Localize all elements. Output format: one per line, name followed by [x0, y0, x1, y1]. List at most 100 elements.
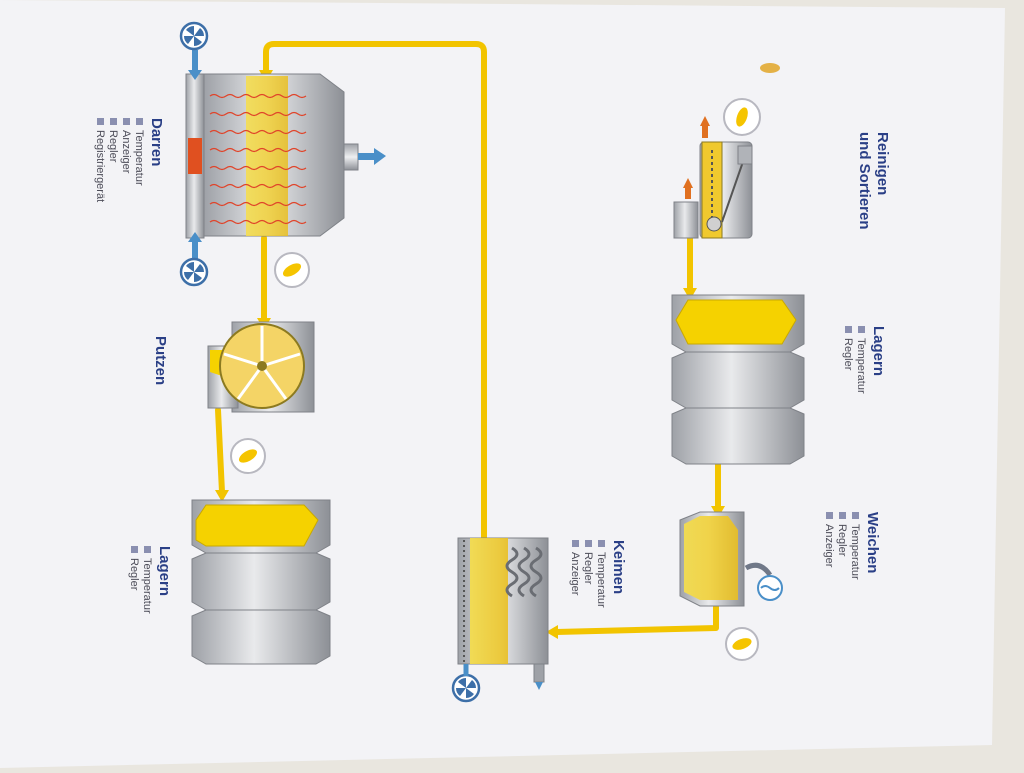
- label-putzen-title: Putzen: [152, 336, 169, 385]
- keimen-drain-arrow: [535, 682, 543, 690]
- label-weichen-item-2: Regler: [836, 524, 848, 557]
- keimen-turning-screws: [505, 546, 543, 598]
- label-lagern-2: Lagern Temperatur Regler: [128, 546, 173, 614]
- label-putzen: Putzen: [152, 336, 169, 385]
- label-lagern-1-title: Lagern: [870, 326, 887, 376]
- kernel-putzen: [238, 449, 258, 463]
- exhaust-arrow-shaft: [358, 153, 374, 160]
- darren-grain-layer: [246, 76, 288, 236]
- spoke-2: [261, 352, 301, 368]
- weichen-tank: [679, 511, 783, 607]
- weichen-water-inlet: [744, 562, 773, 577]
- grain-icon-reinigen: [723, 98, 761, 136]
- spoke-5: [223, 352, 263, 368]
- heat-wave-4: [209, 147, 307, 153]
- label-lagern-1-item-2: Regler: [842, 338, 854, 371]
- poster-stain: [760, 63, 780, 73]
- heat-wave-8: [209, 219, 307, 225]
- bullet-darren-b: [123, 118, 130, 125]
- pipe-weichen-to-keimen: [553, 603, 719, 635]
- up-arrow-head-2: [683, 178, 693, 188]
- air-arrow-top-head: [188, 70, 202, 80]
- reinigen-top-cap: [737, 145, 753, 165]
- pipe-putzen-to-lagern: [215, 407, 225, 495]
- reinigen-roller: [706, 216, 722, 232]
- grain-icon-darren: [274, 252, 310, 288]
- reinigen-machine: [673, 141, 753, 239]
- label-keimen-title: Keimen: [610, 540, 627, 594]
- grain-icon-weichen: [725, 627, 759, 661]
- label-weichen-item-1: Temperatur: [849, 524, 861, 580]
- silo-2-lower: [191, 609, 331, 665]
- label-lagern-1-item-1: Temperatur: [855, 338, 867, 394]
- label-darren: Darren Temperatur Anzeiger Regler Regist…: [94, 118, 165, 202]
- water-wave: [760, 585, 780, 591]
- darren-heater: [188, 138, 202, 174]
- label-reinigen-line-1: Reinigen: [874, 132, 891, 195]
- label-weichen: Weichen Temperatur Regler Anzeiger: [823, 512, 881, 580]
- heat-wave-2: [209, 111, 307, 117]
- kernel-weichen: [732, 638, 752, 650]
- lagern-2-silos: [191, 499, 331, 665]
- label-darren-title: Darren: [148, 118, 165, 166]
- heat-wave-1: [209, 93, 307, 99]
- arrowhead-lagern-1: [683, 288, 697, 300]
- exhaust-arrow-head: [374, 148, 386, 165]
- putzen-hub: [257, 361, 267, 371]
- fan-keimen-blades: [456, 678, 476, 698]
- up-arrow-icons: [683, 116, 710, 199]
- bullet-darren-a: [136, 118, 143, 125]
- bullet-lagern-2-b: [131, 546, 138, 553]
- kernel-darren: [282, 263, 302, 277]
- grain-badges: [230, 98, 761, 661]
- pipe-network: [215, 41, 721, 635]
- arrowhead-keimen: [546, 625, 558, 639]
- spoke-3: [260, 365, 288, 400]
- darren-kiln: [185, 50, 386, 262]
- up-arrow-shaft-1: [702, 124, 708, 138]
- label-darren-item-3: Regler: [107, 130, 119, 163]
- bullet-weichen-a: [852, 512, 859, 519]
- up-arrow-shaft-2: [685, 185, 691, 199]
- label-lagern-2-item-1: Temperatur: [141, 558, 153, 614]
- bullet-lagern-1-b: [845, 326, 852, 333]
- weichen-grain: [684, 516, 738, 600]
- putzen-machine: [207, 321, 315, 413]
- bullet-keimen-b: [585, 540, 592, 547]
- darren-exhaust: [343, 143, 359, 171]
- label-weichen-item-3: Anzeiger: [823, 524, 835, 568]
- arrowhead-lagern-2: [215, 490, 229, 502]
- air-arrow-top-shaft: [192, 50, 198, 72]
- label-darren-item-2: Anzeiger: [120, 130, 132, 174]
- silo-upper-grain: [675, 299, 797, 345]
- lagern-1-silos: [671, 294, 805, 465]
- label-keimen-item-3: Anzeiger: [569, 552, 581, 596]
- screw-3: [529, 546, 543, 598]
- silo-lower: [671, 407, 805, 465]
- label-lagern-1: Lagern Temperatur Regler: [842, 326, 887, 394]
- keimen-box: [457, 537, 549, 690]
- spoke-4: [236, 365, 264, 400]
- label-lagern-2-title: Lagern: [156, 546, 173, 596]
- bullet-darren-c: [110, 118, 117, 125]
- keimen-drain: [533, 663, 545, 683]
- kernel-reinigen: [736, 107, 748, 127]
- grain-icon-putzen: [230, 438, 266, 474]
- bullet-keimen-c: [572, 540, 579, 547]
- air-flow-arrows: [188, 50, 202, 262]
- screw-1: [505, 546, 519, 598]
- reinigen-sieve: [721, 155, 746, 223]
- label-keimen: Keimen Temperatur Regler Anzeiger: [569, 540, 627, 608]
- label-weichen-title: Weichen: [864, 512, 881, 573]
- bullet-weichen-c: [826, 512, 833, 519]
- bullet-lagern-2-a: [144, 546, 151, 553]
- bullet-darren-d: [97, 118, 104, 125]
- air-arrow-bottom-head: [188, 232, 202, 242]
- air-arrow-bottom-shaft: [192, 238, 198, 262]
- bullet-lagern-1-a: [858, 326, 865, 333]
- fan-icon-darren-bottom: [179, 257, 209, 287]
- silo-middle: [671, 351, 805, 409]
- fan-icon-keimen: [451, 673, 481, 703]
